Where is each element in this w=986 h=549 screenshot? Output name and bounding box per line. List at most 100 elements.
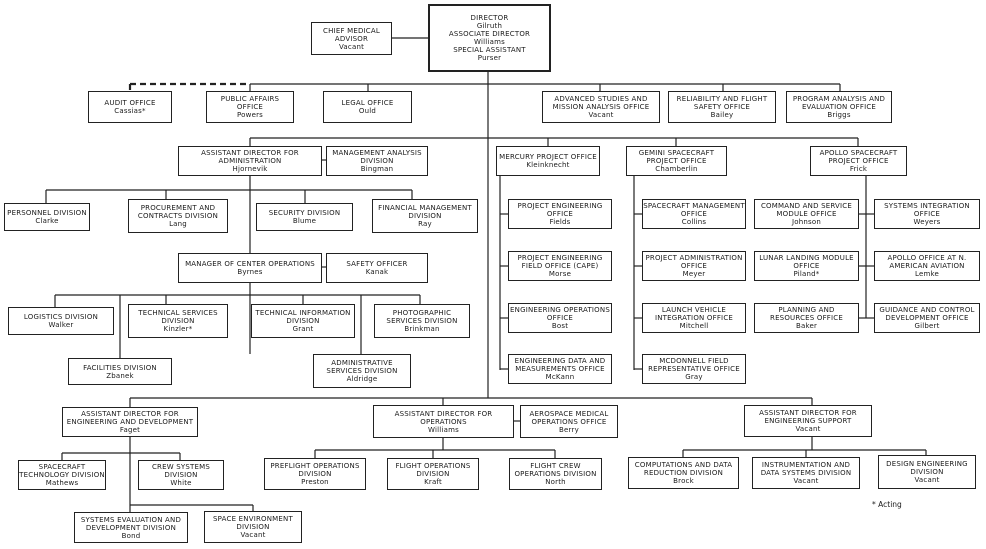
audit-office-node: Audit Office Cassias* — [88, 91, 172, 123]
gemini-project-office-node: Gemini Spacecraft Project Office Chamber… — [626, 146, 727, 176]
node-name: Vacant — [338, 42, 365, 51]
node-name: Kraft — [424, 478, 442, 486]
node-name: Walker — [48, 321, 74, 329]
node-title: Planning and Resources Office — [770, 306, 843, 322]
computations-division-node: Computations and Data Reduction Division… — [628, 457, 739, 489]
systems-integration-office-node: Systems Integration Office Weyers — [874, 199, 980, 229]
photographic-services-division-node: Photographic Services Division Brinkman — [374, 304, 470, 338]
node-title: Instrumentation and Data Systems Divisio… — [760, 461, 852, 477]
node-name: Powers — [236, 111, 263, 119]
node-name: Ould — [358, 107, 377, 115]
node-name: North — [545, 478, 566, 486]
node-name: Preston — [301, 478, 329, 486]
node-title: Aerospace Medical Operations Office — [529, 409, 609, 426]
node-title: Command and Service Module Office — [760, 202, 853, 218]
node-title: Assistant Director for Administration — [201, 149, 299, 165]
node-title: Project Engineering Office — [517, 202, 603, 218]
node-title: Advanced Studies and Mission Analysis Of… — [552, 95, 650, 111]
planning-resources-office-node: Planning and Resources Office Baker — [754, 303, 859, 333]
node-title: Personnel Division — [7, 209, 87, 217]
node-title: Security Division — [268, 209, 341, 217]
node-name: Bingman — [360, 165, 394, 173]
apollo-office-naa-node: Apollo Office at N. American Aviation Le… — [874, 251, 980, 281]
node-name: Lemke — [914, 270, 939, 278]
node-name: Chamberlin — [655, 165, 698, 173]
node-name: Bond — [121, 531, 141, 540]
node-name: Briggs — [827, 111, 851, 119]
director-title: Director — [470, 14, 509, 22]
technical-information-division-node: Technical Information Division Grant — [251, 304, 355, 338]
node-name: Vacant — [793, 477, 819, 485]
node-name: Johnson — [792, 218, 821, 226]
legal-office-node: Legal Office Ould — [323, 91, 412, 123]
node-title: Flight Crew Operations Division — [514, 462, 597, 478]
node-title: Manager of Center Operations — [185, 260, 315, 268]
design-engineering-division-node: Design Engineering Division Vacant — [878, 455, 976, 489]
node-name: Gray — [685, 373, 703, 381]
node-name: Berry — [559, 425, 579, 434]
node-name: Gilbert — [914, 322, 940, 330]
node-name: Cassias* — [114, 107, 146, 115]
node-title: Mercury Project Office — [499, 153, 597, 161]
project-engineering-field-office-node: Project Engineering Field Office (Cape) … — [508, 251, 612, 281]
node-name: Zbanek — [106, 371, 134, 380]
node-title: Logistics Division — [23, 313, 99, 321]
mcdonnell-field-office-node: McDonnell Field Representative Office Gr… — [642, 354, 746, 384]
flight-operations-division-node: Flight Operations Division Kraft — [387, 458, 479, 490]
node-name: Hjornevik — [232, 165, 268, 173]
node-name: Ray — [418, 220, 432, 228]
node-title: Systems Evaluation and Development Divis… — [80, 515, 182, 532]
project-administration-office-node: Project Administration Office Meyer — [642, 251, 746, 281]
logistics-division-node: Logistics Division Walker — [8, 307, 114, 335]
launch-vehicle-office-node: Launch Vehicle Integration Office Mitche… — [642, 303, 746, 333]
instrumentation-division-node: Instrumentation and Data Systems Divisio… — [752, 457, 860, 489]
node-title: Computations and Data Reduction Division — [634, 461, 733, 477]
manager-center-operations-node: Manager of Center Operations Byrnes — [178, 253, 322, 283]
associate-director-name: Williams — [474, 38, 505, 46]
node-name: Clarke — [35, 217, 59, 225]
reliability-office-node: Reliability and Flight Safety Office Bai… — [668, 91, 776, 123]
node-name: Kleinknecht — [526, 161, 570, 169]
node-title: Spacecraft Technology Division — [19, 463, 105, 479]
assistant-director-engineering-support-node: Assistant Director for Engineering Suppo… — [744, 405, 872, 437]
project-engineering-office-node: Project Engineering Office Fields — [508, 199, 612, 229]
assistant-director-engineering-node: Assistant Director for Engineering and D… — [62, 407, 198, 437]
engineering-data-office-node: Engineering Data and Measurements Office… — [508, 354, 612, 384]
node-title: Reliability and Flight Safety Office — [676, 95, 768, 111]
procurement-division-node: Procurement and Contracts Division Lang — [128, 199, 228, 233]
node-name: Vacant — [795, 425, 821, 433]
security-division-node: Security Division Blume — [256, 203, 353, 231]
node-name: Brock — [673, 477, 694, 485]
flight-crew-operations-division-node: Flight Crew Operations Division North — [509, 458, 602, 490]
administrative-services-division-node: Administrative Services Division Aldridg… — [313, 354, 411, 388]
node-name: White — [170, 479, 192, 487]
systems-evaluation-division-node: Systems Evaluation and Development Divis… — [74, 512, 188, 543]
assistant-director-administration-node: Assistant Director for Administration Hj… — [178, 146, 322, 176]
technical-services-division-node: Technical Services Division Kinzler* — [128, 304, 228, 338]
aerospace-medical-office-node: Aerospace Medical Operations Office Berr… — [520, 405, 618, 438]
crew-systems-division-node: Crew Systems Division White — [138, 460, 224, 490]
node-title: Preflight Operations Division — [270, 462, 360, 478]
node-name: Vacant — [914, 476, 940, 484]
node-title: Assistant Director for Operations — [394, 409, 493, 426]
node-name: Meyer — [682, 270, 706, 278]
node-title: Design Engineering Division — [886, 460, 968, 476]
facilities-division-node: Facilities Division Zbanek — [68, 358, 172, 385]
node-name: Aldridge — [346, 375, 378, 383]
associate-director-title: Associate Director — [448, 30, 531, 38]
node-title: Launch Vehicle Integration Office — [654, 306, 734, 322]
node-title: Flight Operations Division — [395, 462, 471, 478]
spacecraft-management-office-node: Spacecraft Management Office Collins — [642, 199, 746, 229]
mercury-project-office-node: Mercury Project Office Kleinknecht — [496, 146, 600, 176]
advanced-studies-office-node: Advanced Studies and Mission Analysis Of… — [542, 91, 660, 123]
node-name: Vacant — [240, 531, 266, 539]
spacecraft-technology-division-node: Spacecraft Technology Division Mathews — [18, 460, 106, 490]
personnel-division-node: Personnel Division Clarke — [4, 203, 90, 231]
node-title: Apollo Spacecraft Project Office — [819, 149, 898, 165]
node-title: Space Environment Division — [213, 515, 293, 531]
node-title: Chief Medical Advisor — [323, 26, 380, 43]
node-title: Management Analysis Division — [332, 149, 422, 165]
node-name: Vacant — [588, 111, 614, 119]
special-assistant-name: Purser — [477, 54, 502, 62]
public-affairs-office-node: Public Affairs Office Powers — [206, 91, 294, 123]
